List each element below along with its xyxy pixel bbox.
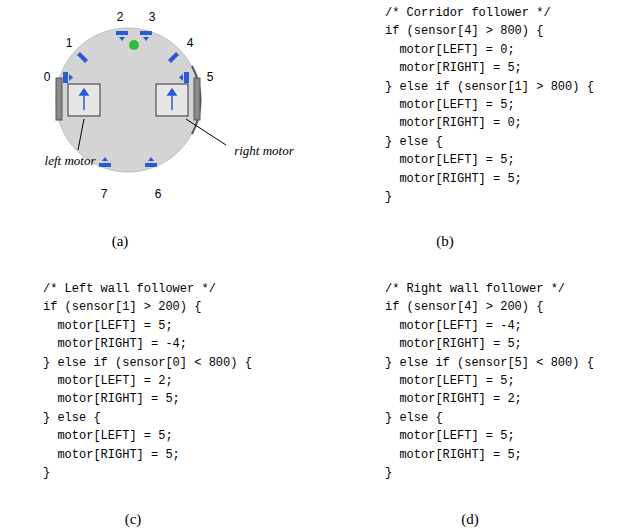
panel-label: (d) xyxy=(461,510,479,528)
code-line: motor[LEFT] = 5; xyxy=(385,153,515,167)
code-line: motor[RIGHT] = 5; xyxy=(43,447,180,461)
code-line: motor[LEFT] = 5; xyxy=(43,319,173,333)
motor-label: left motor xyxy=(45,153,96,169)
leader-line xyxy=(186,119,226,145)
sensor-number: 5 xyxy=(207,70,214,84)
code-line: motor[LEFT] = 5; xyxy=(385,374,515,388)
code-line: if (sensor[4] > 800) { xyxy=(385,24,543,38)
sensor-number: 2 xyxy=(117,10,124,24)
motor-arrows xyxy=(80,89,176,110)
code-line: } else if (sensor[0] < 800) { xyxy=(43,355,252,369)
code-line: motor[RIGHT] = 5; xyxy=(43,392,180,406)
code-line: motor[RIGHT] = 5; xyxy=(385,447,522,461)
panel-label: (b) xyxy=(436,232,454,250)
panel-label: (c) xyxy=(125,510,142,528)
sensors xyxy=(63,31,189,167)
panel-label: (a) xyxy=(112,232,129,250)
sensor-number: 1 xyxy=(66,36,73,50)
code-line: motor[LEFT] = -4; xyxy=(385,319,522,333)
code-line: /* Left wall follower */ xyxy=(43,282,216,296)
code-line: if (sensor[4] > 200) { xyxy=(385,300,543,314)
code-line: motor[RIGHT] = 5; xyxy=(385,61,522,75)
sensor-number: 6 xyxy=(155,187,162,201)
code-line: motor[RIGHT] = 5; xyxy=(385,171,522,185)
right-motor xyxy=(156,84,188,116)
code-line: motor[LEFT] = 5; xyxy=(43,429,173,443)
code-line: motor[LEFT] = 5; xyxy=(385,429,515,443)
code-line: if (sensor[1] > 200) { xyxy=(43,300,201,314)
left-motor xyxy=(68,84,100,116)
code-line: } else if (sensor[5] < 800) { xyxy=(385,355,594,369)
sensor-number: 3 xyxy=(149,10,156,24)
robot-body xyxy=(56,28,200,172)
code-line: } else { xyxy=(385,135,443,149)
motor-label: right motor xyxy=(234,143,294,159)
code-line: } xyxy=(385,190,392,204)
sensor-number: 0 xyxy=(44,70,51,84)
code-line: /* Corridor follower */ xyxy=(385,6,551,20)
code-line: /* Right wall follower */ xyxy=(385,282,565,296)
code-line: motor[RIGHT] = -4; xyxy=(43,337,187,351)
code-line: motor[RIGHT] = 2; xyxy=(385,392,522,406)
indicator-led xyxy=(129,40,139,50)
code-line: motor[RIGHT] = 0; xyxy=(385,116,522,130)
code-line: } xyxy=(43,466,50,480)
code-line: motor[LEFT] = 0; xyxy=(385,43,515,57)
sensor-number: 4 xyxy=(187,36,194,50)
left-wheel xyxy=(56,78,62,120)
code-line: } xyxy=(385,466,392,480)
code-line: } else { xyxy=(43,411,101,425)
code-line: } else { xyxy=(385,411,443,425)
leader-line xyxy=(78,119,84,150)
code-line: motor[RIGHT] = 5; xyxy=(385,337,522,351)
sensor-number: 7 xyxy=(101,187,108,201)
right-wheel xyxy=(194,78,200,120)
code-line: motor[LEFT] = 5; xyxy=(385,98,515,112)
code-line: motor[LEFT] = 2; xyxy=(43,374,173,388)
code-line: } else if (sensor[1] > 800) { xyxy=(385,79,594,93)
